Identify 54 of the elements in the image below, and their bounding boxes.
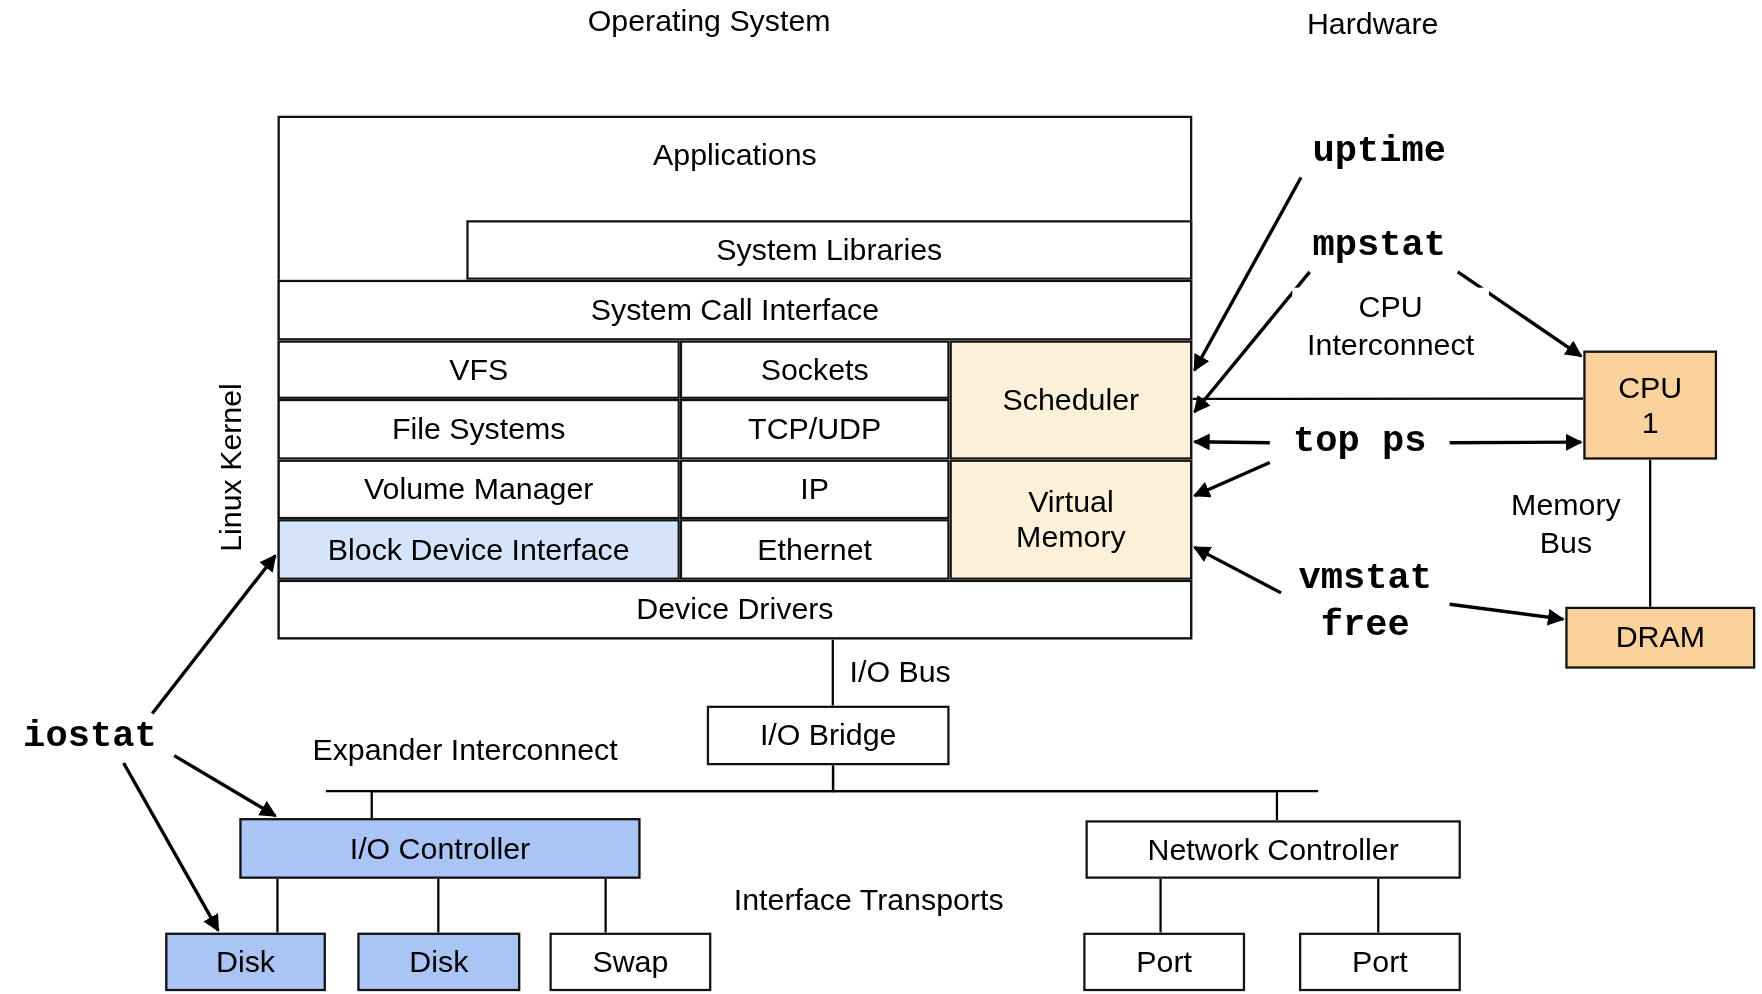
layer-box: TCP/UDP [679,398,950,460]
arrow [1192,433,1270,451]
layer-box: System Libraries [466,220,1193,280]
arrow [122,762,220,932]
layer-box: I/O Controller [239,818,641,879]
connector-line [276,878,279,933]
layer-title: Applications [653,138,817,174]
section-heading: Operating System [587,3,831,41]
command-label: vmstat free [1281,555,1450,650]
layer-box: Block Device Interface [277,519,680,580]
connector-line [831,639,834,706]
layer-box: IP [679,459,950,520]
layer-box: I/O Bridge [706,705,950,766]
command-label: top ps [1269,418,1450,468]
arrow [1193,270,1311,414]
layer-box: Scheduler [949,340,1193,460]
layer-box: Swap [549,932,712,992]
arrow [1456,270,1583,358]
layer-box: Port [1299,932,1461,992]
layer-box: Port [1083,932,1246,992]
connector-line [1377,878,1380,933]
layer-box: DRAM [1565,606,1756,669]
layer-box: System Call Interface [277,279,1193,341]
arrow [1449,433,1583,451]
arrow [1193,460,1271,498]
section-heading: Hardware [1306,5,1439,43]
connector-line [1649,459,1652,607]
layer-box: File Systems [277,398,680,460]
layer-box: Ethernet [679,519,950,580]
transport-label: Interface Transports [733,882,1004,919]
connector-line [1192,397,1584,400]
connector-line [604,878,607,933]
arrow [1193,176,1303,372]
layer-label: Linux Kernel [212,383,249,552]
arrow [1193,545,1282,595]
arrow [1449,602,1565,626]
layer-box: CPU 1 [1583,350,1718,460]
arrow [150,554,277,715]
command-label: iostat [5,713,175,763]
command-label: uptime [1292,128,1467,178]
layer-box: Disk [357,932,521,992]
command-label: mpstat [1292,222,1467,272]
arrow [173,754,277,818]
connector-line [831,765,1279,821]
layer-box: VFS [277,340,680,399]
layer-box: Sockets [679,340,950,399]
layer-box: Virtual Memory [949,459,1193,580]
kernel-stack-box [277,115,1193,640]
layer-box: Disk [165,932,326,992]
layer-box: Network Controller [1085,820,1461,879]
bus-label: Expander Interconnect [312,731,618,769]
layer-box: Volume Manager [277,459,680,520]
connector-line [1159,878,1162,933]
connector-line [437,878,440,933]
